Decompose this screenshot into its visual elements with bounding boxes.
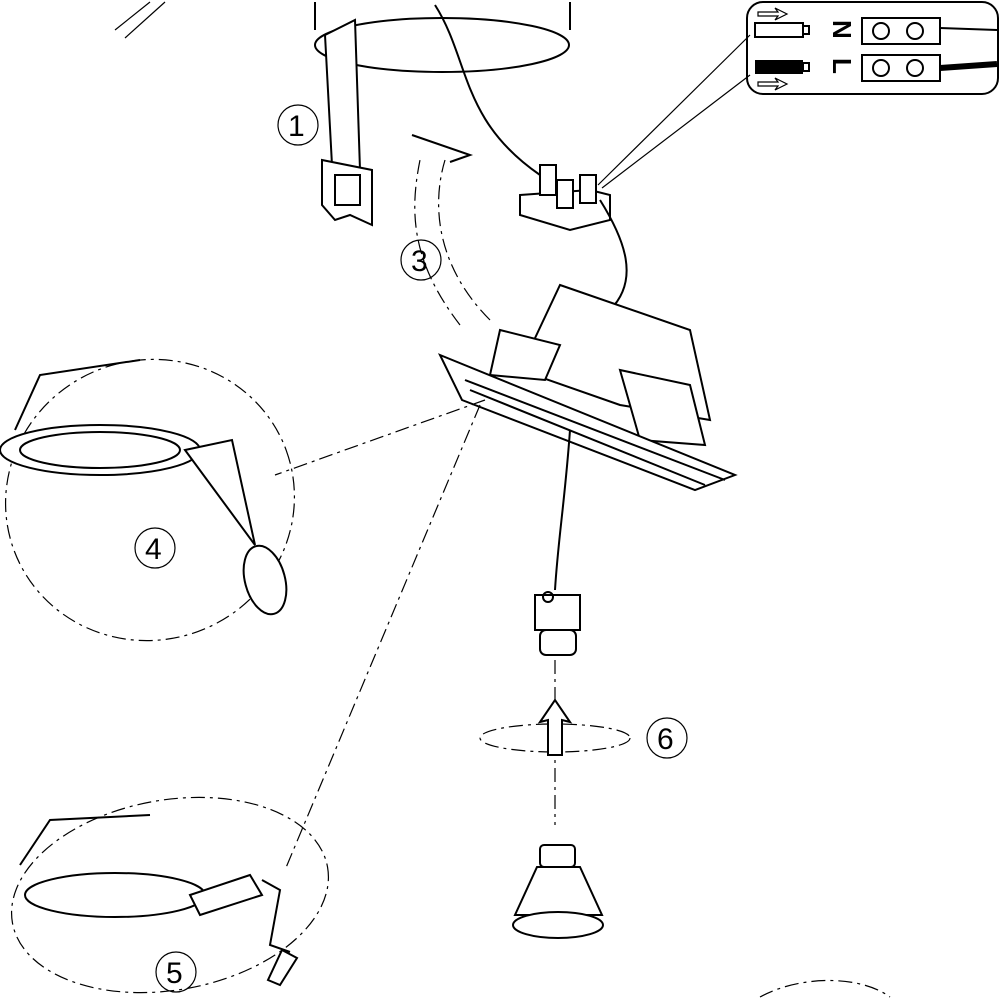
terminal-block xyxy=(519,34,751,311)
ceiling-hatch xyxy=(114,1,166,39)
live-label: L xyxy=(827,58,857,74)
step-1-label: 1 xyxy=(277,104,319,146)
svg-text:4: 4 xyxy=(145,533,162,566)
step-5-label: 5 xyxy=(155,951,197,993)
lampholder xyxy=(534,591,581,656)
rotate-arrow xyxy=(479,698,631,756)
gu10-bulb xyxy=(512,844,604,939)
svg-text:5: 5 xyxy=(166,957,183,990)
svg-text:1: 1 xyxy=(288,110,305,143)
svg-text:6: 6 xyxy=(657,723,674,756)
neutral-label: N xyxy=(827,20,857,39)
downlight-frame xyxy=(437,283,738,591)
step-4-label: 4 xyxy=(134,527,176,569)
detail-inset-painting xyxy=(10,796,330,994)
wiring-inset: N L xyxy=(746,1,999,95)
step-6-label: 6 xyxy=(646,717,688,759)
insert-arrow xyxy=(411,134,491,326)
svg-text:3: 3 xyxy=(411,245,428,278)
detail-inset-sealing xyxy=(0,358,296,642)
step-3-label: 3 xyxy=(400,239,442,281)
saw-icon xyxy=(321,18,373,227)
